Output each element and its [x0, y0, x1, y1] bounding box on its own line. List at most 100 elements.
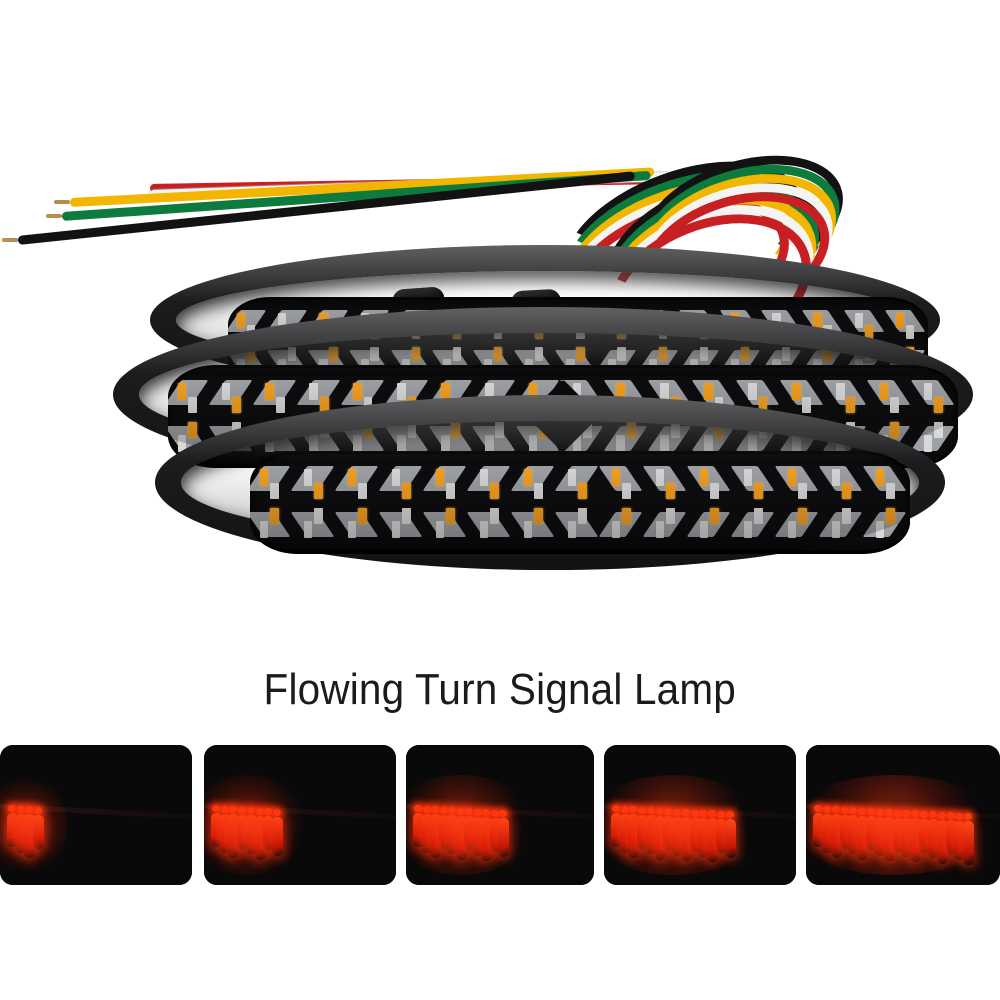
lit-led — [246, 807, 255, 815]
wire-harness — [0, 132, 1000, 394]
page-title: Flowing Turn Signal Lamp — [263, 665, 737, 714]
amber-led — [875, 469, 885, 486]
chevron-trace — [422, 465, 467, 491]
amber-led — [666, 482, 676, 500]
white-led — [391, 521, 401, 538]
led-beam — [272, 816, 284, 856]
chevron-led-cluster — [168, 368, 212, 464]
amber-led — [490, 482, 500, 500]
amber-led — [237, 313, 246, 328]
amber-led — [754, 482, 764, 500]
amber-led — [319, 396, 329, 414]
white-led — [842, 507, 852, 525]
led-beam — [724, 819, 736, 859]
white-led — [934, 421, 943, 439]
amber-led — [886, 507, 896, 525]
lit-led — [220, 805, 229, 813]
chevron-led-cluster — [334, 454, 382, 550]
lit-led — [439, 806, 448, 814]
amber-led — [314, 482, 324, 500]
chevron-led-cluster — [642, 454, 690, 550]
lit-led — [946, 812, 955, 820]
lit-led — [716, 810, 725, 818]
white-led — [259, 521, 269, 538]
white-led — [743, 469, 753, 486]
lit-led — [884, 809, 893, 817]
sequence-frame-4[interactable] — [604, 745, 796, 885]
lit-led — [646, 807, 655, 815]
amber-led — [611, 469, 621, 486]
title-container: Flowing Turn Signal Lamp — [0, 655, 1000, 725]
white-led — [710, 482, 720, 500]
thumbnail-photo — [204, 745, 396, 885]
lit-led — [448, 807, 457, 815]
lit-led — [920, 810, 929, 818]
amber-led — [528, 383, 538, 400]
chevron-trace — [774, 465, 819, 491]
white-led — [905, 325, 914, 340]
amber-led — [787, 469, 797, 486]
amber-led — [188, 421, 197, 439]
sequence-frame-1[interactable] — [0, 745, 192, 885]
lit-led — [255, 807, 264, 815]
chevron-trace — [686, 465, 731, 491]
lit-led — [482, 809, 491, 817]
lit-led — [681, 809, 690, 817]
white-led — [309, 383, 319, 400]
white-led — [275, 396, 285, 414]
chevron-led-cluster — [250, 454, 294, 550]
amber-led — [578, 482, 588, 500]
amber-led — [704, 383, 713, 400]
chevron-trace — [510, 465, 555, 491]
white-led — [402, 507, 412, 525]
lit-led — [465, 808, 474, 816]
amber-led — [446, 507, 456, 525]
lit-led — [893, 809, 902, 817]
chevron-trace — [422, 511, 467, 537]
white-led — [754, 507, 764, 525]
amber-led — [791, 383, 801, 400]
lit-led — [814, 805, 822, 813]
lit-led — [16, 805, 25, 813]
chevron-trace — [598, 465, 643, 491]
white-led — [534, 482, 544, 500]
white-led — [303, 521, 313, 538]
white-led — [787, 521, 797, 538]
white-led — [611, 521, 621, 538]
lit-led — [629, 806, 638, 814]
chevron-led-cluster — [554, 454, 602, 550]
white-led — [660, 383, 670, 400]
white-led — [875, 521, 885, 538]
amber-led — [353, 383, 362, 400]
lit-led — [273, 808, 282, 816]
chevron-led-cluster — [818, 454, 866, 550]
green-wire-stripped-tip — [46, 214, 62, 218]
sequence-frame-2[interactable] — [204, 745, 396, 885]
white-led — [358, 482, 368, 500]
white-led — [177, 435, 187, 452]
amber-led — [435, 469, 445, 486]
white-led — [446, 482, 456, 500]
chevron-led-cluster — [730, 454, 778, 550]
chevron-trace — [554, 511, 599, 537]
chevron-trace — [862, 511, 907, 537]
chevron-trace — [642, 465, 687, 491]
lit-led — [673, 808, 682, 816]
chevron-trace — [818, 511, 863, 537]
lit-led — [212, 805, 220, 813]
amber-led — [758, 396, 768, 414]
amber-led — [846, 396, 856, 414]
white-led — [397, 383, 406, 400]
white-led — [270, 482, 280, 500]
lit-led — [264, 808, 273, 816]
chevron-trace — [334, 511, 379, 537]
chevron-trace — [510, 511, 555, 537]
sequence-frame-5[interactable] — [806, 745, 1000, 885]
amber-led — [265, 383, 275, 400]
chevron-trace — [774, 511, 819, 537]
product-hero-image — [0, 132, 1000, 570]
sequence-frame-3[interactable] — [406, 745, 594, 885]
chevron-trace — [378, 511, 423, 537]
thumbnail-photo — [406, 745, 594, 885]
